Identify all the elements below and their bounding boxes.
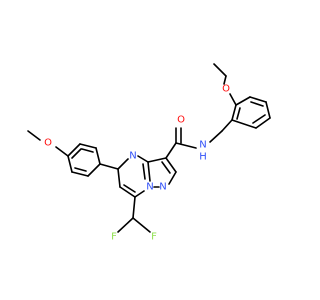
bond-c-f-right [132, 217, 151, 233]
atom-n-ring-4: N [129, 151, 136, 162]
bond-c3a-c3 [147, 157, 167, 163]
bond-n-ch2 [209, 130, 223, 143]
bond-ar2-f [231, 104, 237, 121]
structure-canvas: O N N N O N H O F F [27, 63, 271, 243]
bond-c2-n1 [168, 171, 177, 185]
bond-c3-c2-inner [161, 161, 171, 174]
bond-ar1-d [95, 147, 101, 165]
atom-o-ethoxy: O [222, 84, 230, 95]
bond-ar1-b [71, 171, 89, 177]
bond-aryl-ring [99, 163, 119, 170]
bond-ar1-e [79, 143, 97, 149]
bond-ar1-e-inner [81, 148, 94, 153]
bond-o-aryl [55, 146, 69, 157]
bond-c3a-n7a-inner [142, 163, 146, 180]
bond-c3a-n7a [147, 161, 151, 182]
bond-n4-c3a [137, 155, 149, 163]
bond-c3-c2 [165, 157, 177, 173]
bond-c7-c6 [119, 186, 136, 198]
bond-c6-c5 [117, 168, 121, 188]
bond-ch2-ch3-ethoxy [213, 63, 227, 77]
bond-c-f-left [117, 217, 134, 233]
bond-ar2-a [231, 119, 257, 129]
bond-ar1-f [67, 143, 81, 157]
atom-n-ring-bridge: N [146, 182, 153, 193]
bond-c7-c6-inner [123, 184, 136, 193]
bond-ar1-b-inner [74, 167, 87, 172]
bond-ch2-aryl [221, 119, 233, 132]
bond-ar2-f-inner [236, 107, 241, 120]
bond-ar1-c [87, 163, 101, 177]
atom-n-amide: N [199, 140, 206, 151]
bond-ar2-b-inner [252, 114, 266, 124]
bond-c7-chf2 [132, 196, 136, 219]
atom-h-amide: H [199, 152, 207, 163]
bond-o-ch2-ethoxy [223, 75, 227, 85]
atom-o-methoxy: O [44, 138, 52, 149]
bond-ar2-c [265, 101, 271, 119]
bond-methyl-o [27, 130, 41, 141]
bond-ar1-f-inner [71, 148, 82, 159]
bond-ar2-d-inner [250, 101, 264, 107]
bond-c3-carbonyl [165, 142, 177, 159]
atom-f-right: F [151, 232, 157, 243]
bond-c-n-amide [175, 142, 197, 149]
bond-c5-n4 [117, 158, 129, 170]
bond-aryl-o-ethoxy [229, 93, 237, 106]
bond-ar2-b [255, 117, 271, 129]
atom-o-carbonyl: O [177, 115, 185, 126]
bond-ar2-e [235, 96, 251, 106]
atom-f-left: F [111, 232, 117, 243]
atom-n-ring-pyrazole: N [159, 182, 166, 193]
bond-ar1-a [67, 155, 73, 173]
bond-ar2-d [249, 96, 267, 103]
molecule-drawing: O N N N O N H O F F [27, 63, 271, 243]
bond-n7a-c7 [134, 190, 145, 198]
